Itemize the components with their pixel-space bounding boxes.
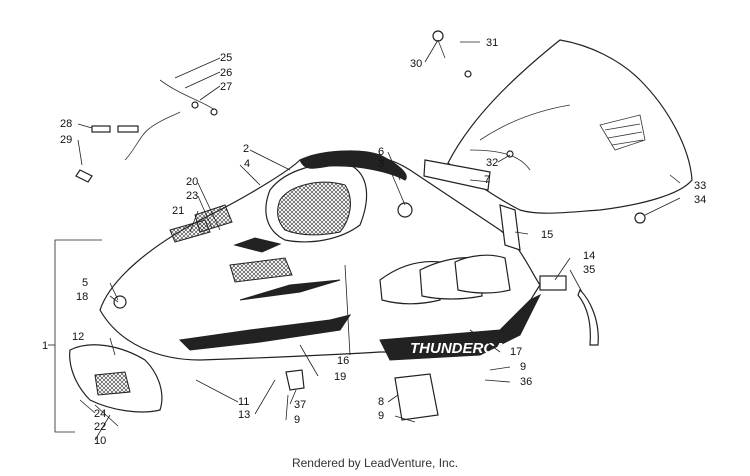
callout-21: 21: [172, 205, 184, 217]
callouts: 1 2 3 4 5 6 7 8 9 9 9 10 11 12 13 14 15 …: [42, 37, 706, 447]
callout-37: 37: [294, 399, 306, 411]
callout-24: 24: [94, 408, 106, 420]
callout-35: 35: [583, 264, 595, 276]
small-parts: [75, 30, 646, 421]
render-credit: Rendered by LeadVenture, Inc.: [291, 456, 459, 470]
callout-9-a: 9: [294, 414, 300, 426]
windshield: [447, 39, 693, 214]
callout-6: 6: [378, 146, 384, 158]
callout-13: 13: [238, 409, 250, 421]
callout-36: 36: [520, 376, 532, 388]
callout-11: 11: [238, 396, 249, 408]
callout-28: 28: [60, 118, 72, 130]
brand-decal-text: THUNDERCAT: [410, 340, 515, 357]
callout-31: 31: [486, 37, 498, 49]
callout-27: 27: [220, 81, 232, 93]
callout-26: 26: [220, 67, 232, 79]
callout-8: 8: [378, 396, 384, 408]
callout-25: 25: [220, 52, 232, 64]
callout-29: 29: [60, 134, 72, 146]
callout-10: 10: [94, 435, 106, 447]
callout-32: 32: [486, 157, 498, 169]
callout-14: 14: [583, 250, 595, 262]
callout-9-c: 9: [520, 361, 526, 373]
callout-16: 16: [337, 355, 349, 367]
callout-30: 30: [410, 58, 422, 70]
leader-lines: [48, 39, 681, 441]
callout-4: 4: [244, 158, 250, 170]
callout-2: 2: [243, 143, 249, 155]
hood: [99, 150, 542, 361]
callout-23: 23: [186, 190, 198, 202]
callout-1: 1: [42, 340, 48, 352]
callout-5: 5: [82, 277, 88, 289]
nose-bumper: [69, 344, 163, 413]
callout-17: 17: [510, 346, 522, 358]
callout-3: 3: [378, 158, 384, 170]
callout-20: 20: [186, 176, 198, 188]
callout-22: 22: [94, 421, 106, 433]
callout-7: 7: [484, 174, 490, 186]
callout-18: 18: [76, 291, 88, 303]
callout-9-b: 9: [378, 410, 384, 422]
callout-15: 15: [541, 229, 553, 241]
callout-19: 19: [334, 371, 346, 383]
callout-12: 12: [72, 331, 84, 343]
callout-33: 33: [694, 180, 706, 192]
callout-34: 34: [694, 194, 706, 206]
